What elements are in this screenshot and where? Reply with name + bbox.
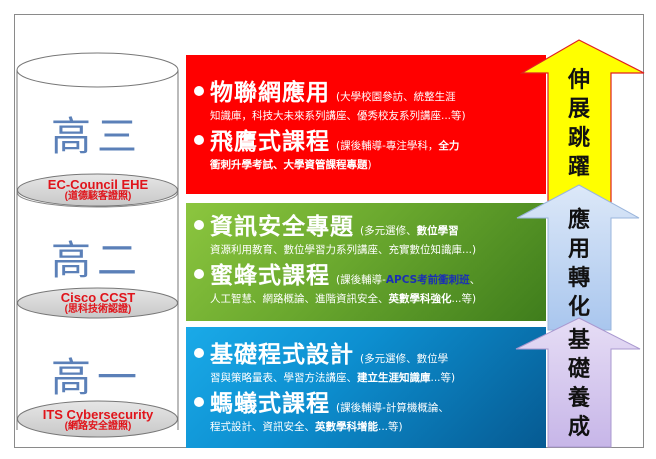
course-title: 物聯網應用 [210, 80, 330, 106]
bullet-icon [194, 220, 204, 230]
course-item: 螞蟻式課程 (課後輔導-計算機概論、 程式設計、資訊安全、英數學科增能...等) [194, 384, 506, 434]
junior-year-panel: 資訊安全專題 (多元選修、數位學習 資源利用教育、數位學習力系列講座、充實數位知… [186, 203, 546, 321]
certificate-chinese-name: (道德駭客證照) [64, 190, 132, 202]
grade-3-certificate: EC-Council EHE (道德駭客證照) [16, 178, 180, 202]
course-title: 螞蟻式課程 [210, 391, 330, 417]
course-description-cont: 衝刺升學考試、大學資管課程專題) [210, 159, 372, 171]
course-title: 蜜蜂式課程 [210, 263, 330, 289]
course-item: 基礎程式設計 (多元選修、數位學 習與策略量表、學習方法講座、建立生涯知識庫..… [194, 335, 506, 385]
course-description: (課後輔導-計算機概論、 [336, 402, 449, 414]
grade-3-label: 高三 [51, 114, 143, 160]
course-item: 飛鷹式課程 (課後輔導-專注學科，全力 衝刺升學考試、大學資管課程專題) [194, 122, 506, 172]
grade-cylinder [16, 52, 179, 438]
bullet-icon [194, 269, 204, 279]
certificate-name: Cisco CCST [60, 290, 136, 305]
course-item: 蜜蜂式課程 (課後輔導-APCS考前衝刺班、 人工智慧、網路概論、進階資訊安全、… [194, 256, 506, 306]
apcs-highlight: APCS考前衝刺班 [385, 274, 470, 286]
course-description: (大學校園參訪、統整生涯 [336, 91, 456, 103]
stretch-leap-label: 伸展跳躍 [567, 68, 590, 180]
certificate-chinese-name: (思科技術認證) [64, 303, 132, 315]
course-description-cont: 人工智慧、網路概論、進階資訊安全、英數學科強化...等) [210, 293, 477, 305]
certificate-chinese-name: (網路安全證照) [64, 420, 132, 432]
course-title: 基礎程式設計 [210, 342, 354, 368]
grade-2-certificate: Cisco CCST (思科技術認證) [16, 291, 180, 315]
course-description-cont: 知識庫，科技大未來系列講座、優秀校友系列講座...等) [210, 110, 466, 122]
apply-transform-label: 應用轉化 [567, 208, 590, 320]
grade-1-certificate: ITS Cybersecurity (網路安全證照) [16, 408, 180, 432]
course-description: (課後輔導-專注學科，全力 [336, 140, 460, 152]
course-description: (多元選修、數位學習 [360, 225, 459, 237]
bullet-icon [194, 397, 204, 407]
foundation-arrow [515, 317, 641, 448]
course-description-cont: 資源利用教育、數位學習力系列講座、充實數位知識庫...) [210, 244, 477, 256]
bullet-icon [194, 135, 204, 145]
course-title: 飛鷹式課程 [210, 129, 330, 155]
certificate-name: EC-Council EHE [47, 177, 149, 192]
foundation-label: 基礎養成 [567, 328, 590, 440]
course-title: 資訊安全專題 [210, 214, 354, 240]
senior-year-panel: 物聯網應用 (大學校園參訪、統整生涯 知識庫，科技大未來系列講座、優秀校友系列講… [186, 55, 546, 194]
course-description: (多元選修、數位學 [360, 353, 449, 365]
bullet-icon [194, 86, 204, 96]
course-item: 資訊安全專題 (多元選修、數位學習 資源利用教育、數位學習力系列講座、充實數位知… [194, 207, 506, 257]
grade-1-label: 高一 [51, 355, 143, 401]
course-item: 物聯網應用 (大學校園參訪、統整生涯 知識庫，科技大未來系列講座、優秀校友系列講… [194, 73, 506, 123]
freshman-year-panel: 基礎程式設計 (多元選修、數位學 習與策略量表、學習方法講座、建立生涯知識庫..… [186, 327, 546, 448]
grade-2-label: 高二 [51, 238, 143, 284]
bullet-icon [194, 348, 204, 358]
course-description: (課後輔導-APCS考前衝刺班、 [336, 274, 481, 286]
course-description-cont: 程式設計、資訊安全、英數學科增能...等) [210, 421, 403, 433]
course-description-cont: 習與策略量表、學習方法講座、建立生涯知識庫...等) [210, 372, 456, 384]
certificate-name: ITS Cybersecurity [42, 407, 154, 422]
